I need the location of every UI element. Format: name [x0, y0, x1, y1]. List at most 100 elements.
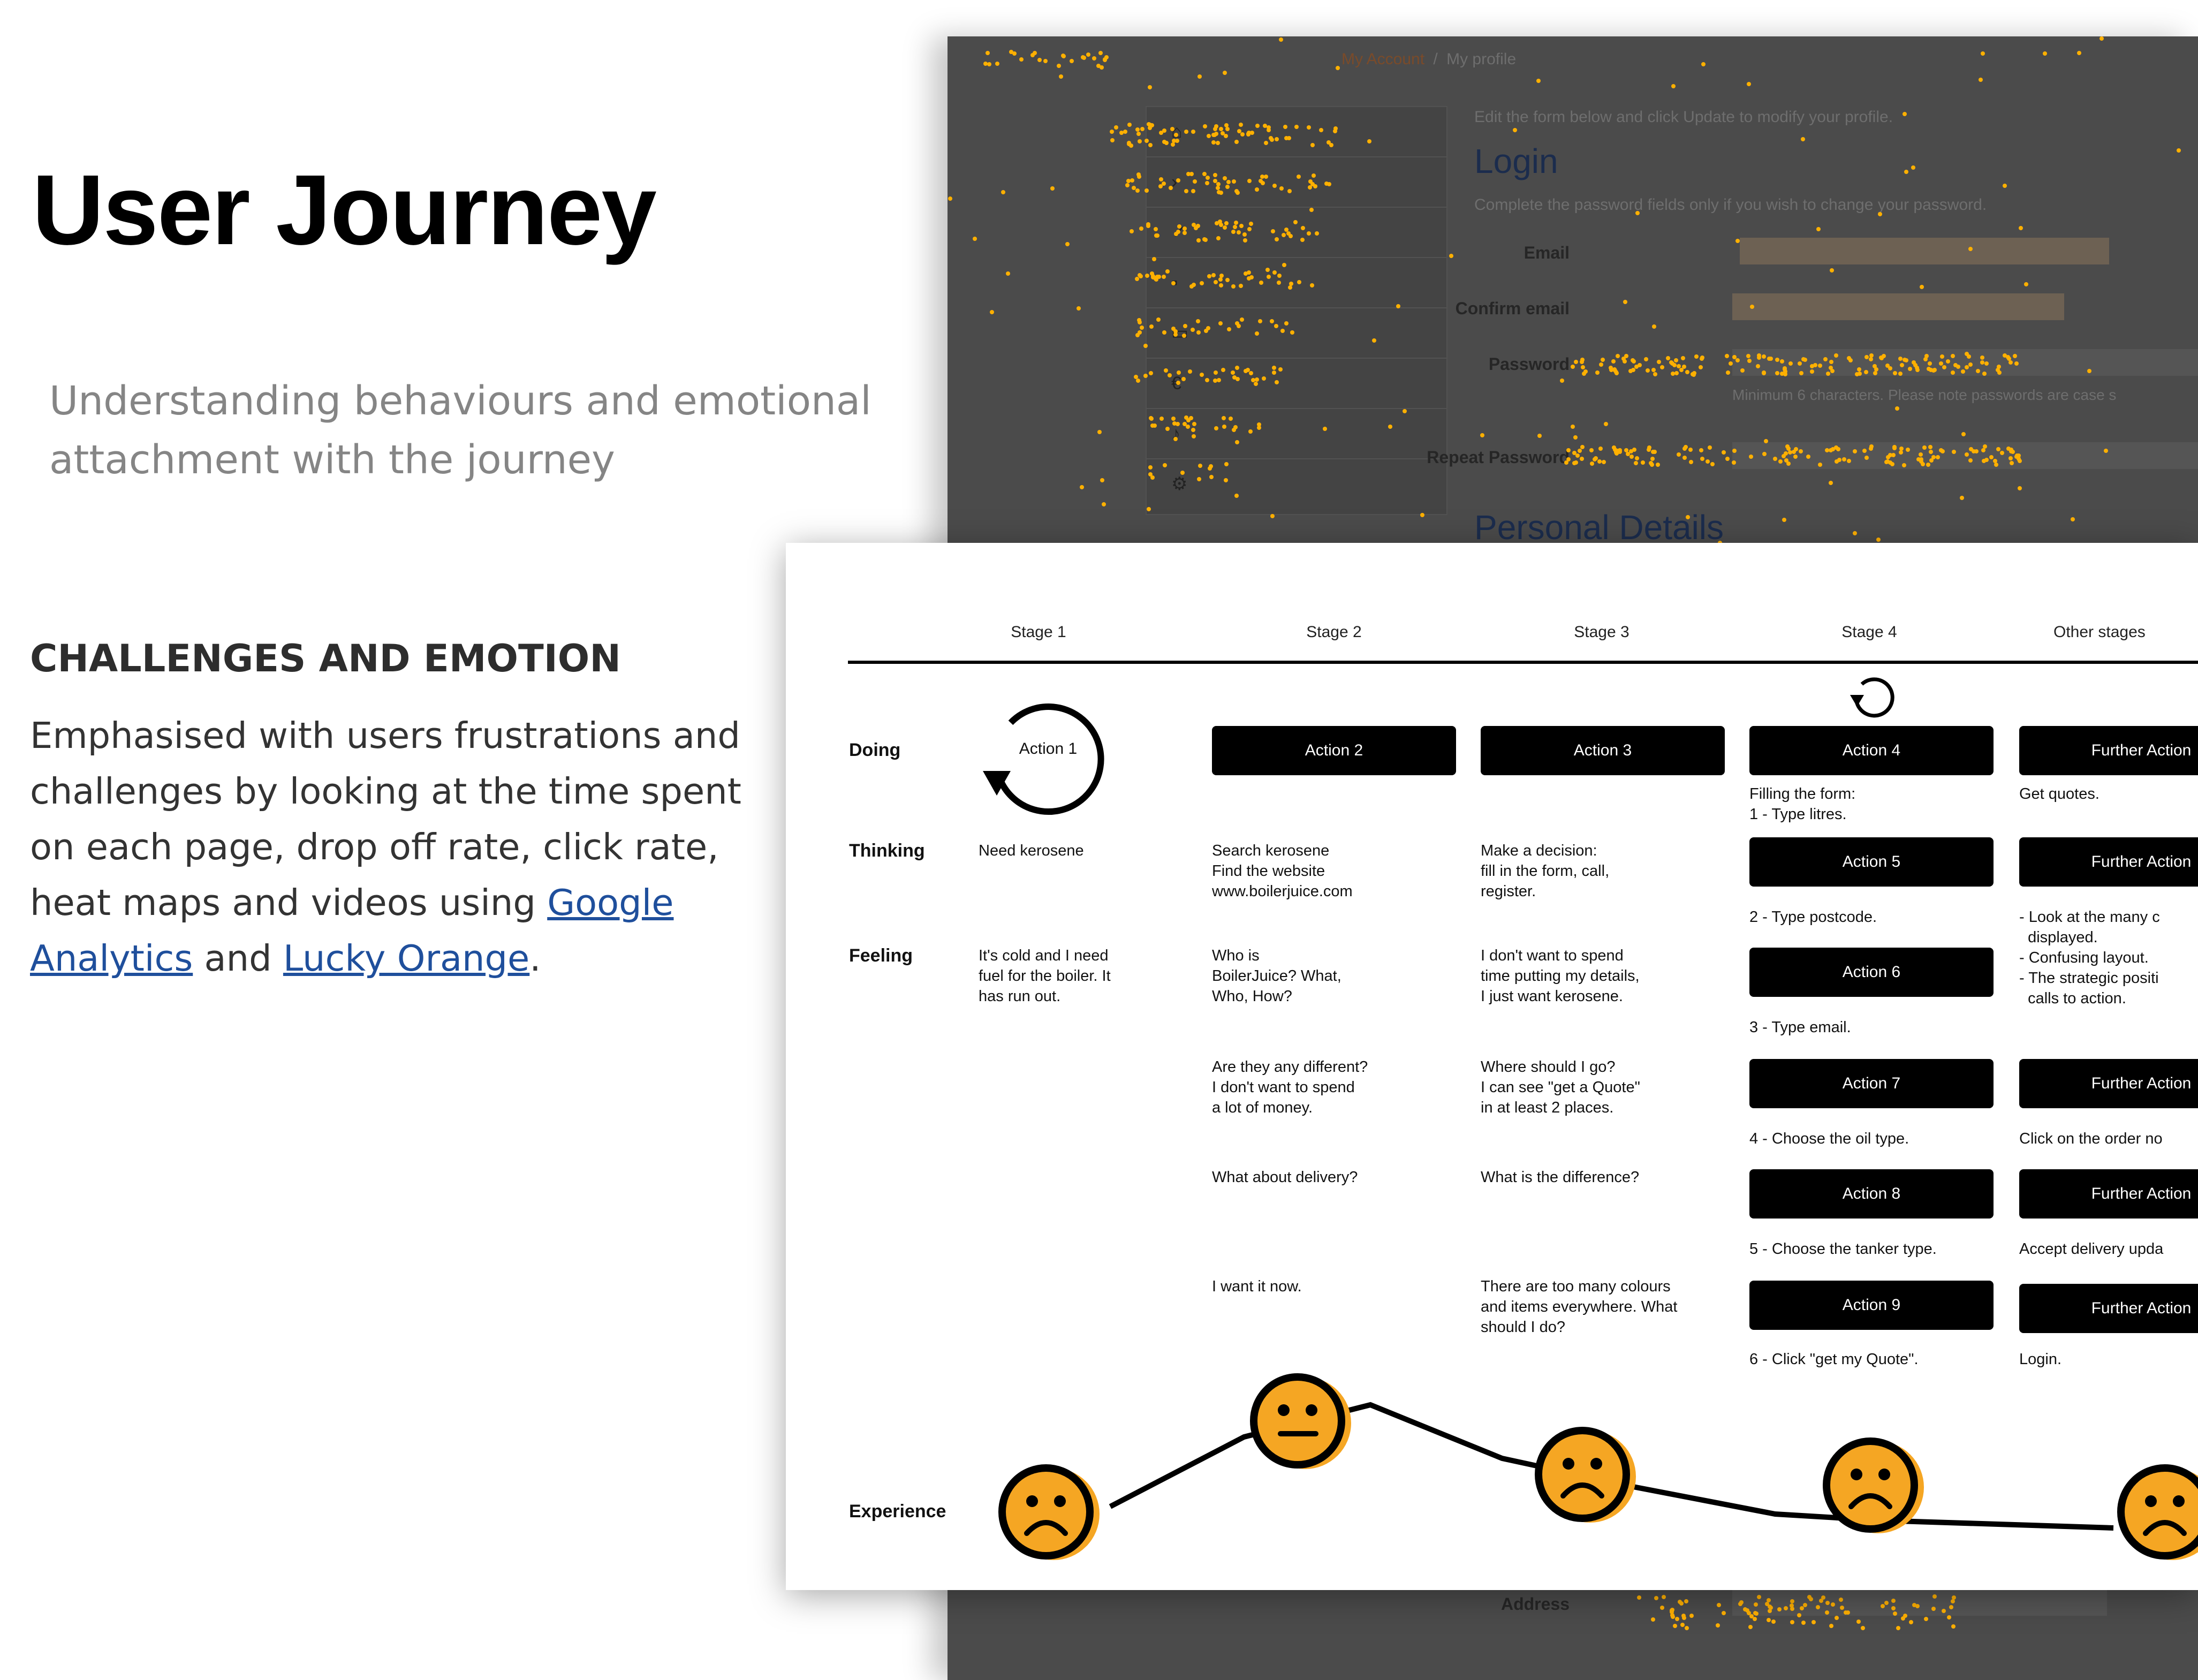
heat-dot [1634, 364, 1639, 369]
action-2: Action 2 [1212, 726, 1456, 775]
heat-dot [1158, 184, 1163, 188]
heat-dot [1862, 449, 1867, 453]
heat-dot [1170, 127, 1175, 132]
password-hint: Minimum 6 characters. Please note passwo… [1732, 387, 2117, 403]
heat-dot [1670, 1608, 1674, 1613]
heat-dot [1173, 436, 1178, 441]
heat-dot [2019, 226, 2023, 231]
heat-dot [1218, 283, 1223, 287]
heat-dot [1280, 328, 1285, 333]
stage2-feeling: Are they any different? I don't want to … [1212, 1058, 1368, 1116]
heat-dot [1171, 138, 1176, 143]
confirm-email-field[interactable] [1732, 293, 2064, 320]
heat-dot [1951, 1624, 1956, 1629]
heat-dot [1571, 424, 1575, 429]
heat-dot [1283, 125, 1287, 130]
heat-dot [1773, 457, 1778, 461]
heat-dot [1266, 128, 1271, 133]
heat-dot [1271, 366, 1276, 370]
heat-dot [1617, 449, 1622, 454]
stage1-feeling: It's cold and I need fuel for the boiler… [979, 947, 1111, 1005]
heat-dot [1266, 125, 1271, 130]
heat-dot [1255, 124, 1260, 128]
email-field[interactable] [1740, 238, 2109, 264]
heat-dot [1184, 130, 1189, 134]
heat-dot [1224, 462, 1229, 467]
heat-dot [1104, 55, 1109, 59]
heat-dot [1701, 62, 1706, 66]
heat-dot [1815, 1605, 1820, 1609]
heat-dot [1829, 360, 1834, 365]
heat-dot [1290, 330, 1294, 335]
heat-dot [1913, 362, 1918, 367]
heat-dot [1771, 1620, 1776, 1624]
heat-dot [1263, 124, 1268, 128]
heat-dot [2008, 456, 2013, 461]
heat-dot [1892, 370, 1897, 375]
heat-dot [1660, 365, 1665, 370]
heat-dot [973, 237, 977, 241]
heat-dot [1868, 357, 1873, 362]
heat-dot [1180, 471, 1185, 475]
heat-dot [1254, 381, 1259, 386]
heat-dot [1950, 1599, 1955, 1604]
heat-dot [1689, 1614, 1694, 1618]
heat-dot [987, 62, 991, 67]
heat-dot [1214, 370, 1218, 375]
heat-dot [1996, 364, 2001, 369]
heat-dot [1789, 1603, 1794, 1608]
heat-dot [1191, 222, 1196, 227]
heat-dot [1968, 362, 1973, 367]
heat-dot [1272, 270, 1277, 275]
heat-dot [1942, 365, 1946, 369]
heat-dot [1679, 1601, 1684, 1606]
lucky-orange-link[interactable]: Lucky Orange [283, 937, 530, 979]
heat-dot [1912, 360, 1916, 365]
heat-dot [1580, 445, 1585, 450]
heat-dot [1793, 454, 1798, 459]
heat-dot [1757, 355, 1762, 360]
heat-dot [1221, 416, 1226, 421]
heat-dot [1835, 459, 1839, 464]
nav-item: › [1147, 157, 1446, 208]
heat-dot [1799, 370, 1804, 375]
heat-dot [1699, 448, 1704, 453]
heat-dot [1232, 179, 1237, 184]
heat-dot [1150, 423, 1155, 428]
action-4: Action 4 [1749, 726, 1994, 775]
heat-dot [1906, 448, 1911, 452]
heat-dot [1192, 422, 1196, 427]
heat-dot [1275, 237, 1279, 242]
heat-dot [1192, 282, 1196, 287]
heat-dot [1650, 457, 1655, 461]
stage4-step: 4 - Choose the oil type. [1749, 1130, 1909, 1147]
heat-dot [1148, 143, 1153, 148]
heat-dot [1243, 271, 1248, 276]
heat-dot [1324, 181, 1329, 186]
heat-dot [1754, 1611, 1759, 1616]
heat-dot [1207, 134, 1211, 138]
heat-dot [1243, 369, 1248, 374]
section-body: Emphasised with users frustrations and c… [30, 708, 747, 986]
heat-dot [1162, 128, 1167, 133]
heat-dot [1148, 415, 1153, 420]
heat-dot [1173, 332, 1178, 337]
heat-dot [1242, 238, 1247, 243]
heat-dot [1216, 236, 1221, 241]
heat-dot [1681, 1616, 1686, 1621]
address-field[interactable] [1732, 1589, 2107, 1616]
further-action: Further Action [2019, 726, 2198, 775]
heat-dot [1888, 453, 1893, 458]
section-heading: CHALLENGES AND EMOTION [30, 637, 621, 680]
heat-dot [1181, 377, 1186, 382]
heat-dot [1660, 1605, 1665, 1610]
heat-dot [1881, 1604, 1885, 1609]
heat-dot [1254, 331, 1259, 336]
heat-dot [1929, 368, 1934, 373]
google-analytics-link[interactable]: Google Analytics [30, 882, 674, 979]
heat-dot [1965, 352, 1969, 357]
heat-dot [1676, 452, 1681, 457]
heat-dot [1309, 208, 1314, 213]
heat-dot [1239, 223, 1244, 228]
nav-item: ⌂ [1147, 107, 1446, 157]
